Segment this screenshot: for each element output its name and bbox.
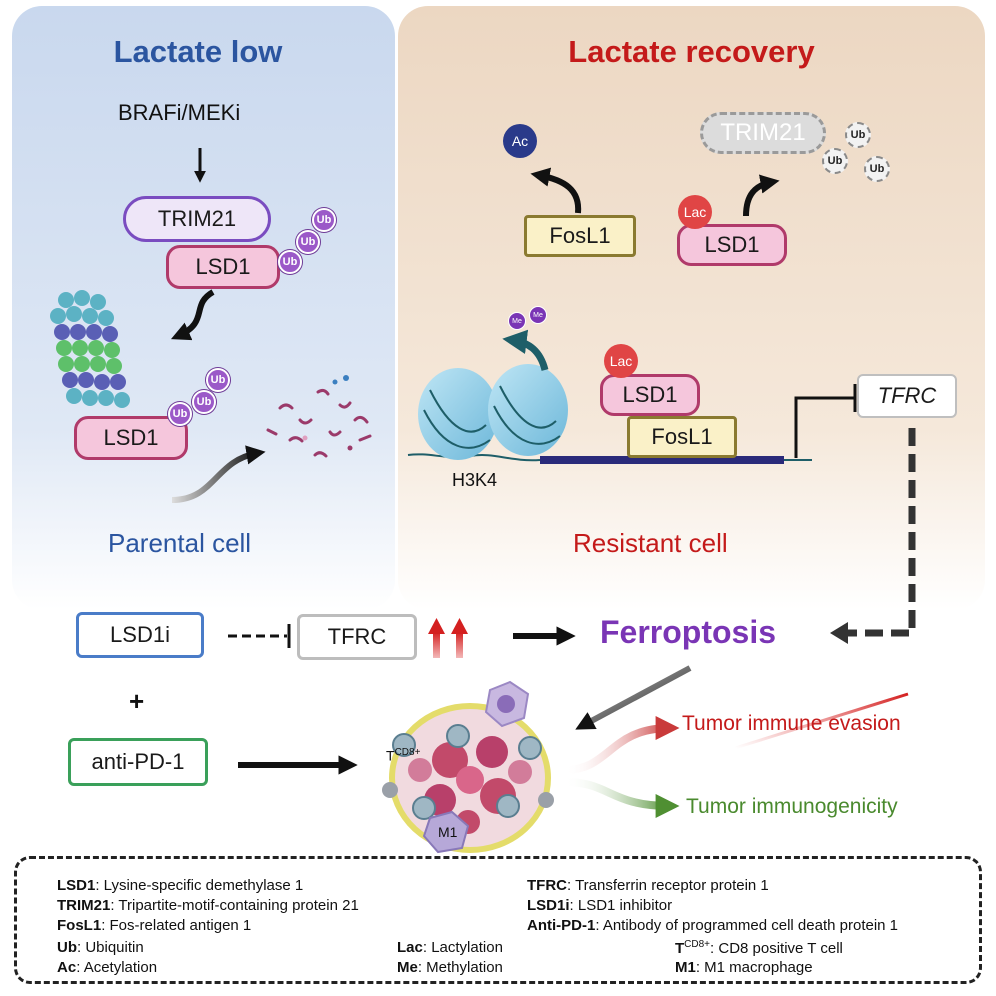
m1-macrophage-label: M1 (438, 824, 458, 840)
proteasome-icon (50, 290, 130, 408)
legend-entry: TFRC: Transferrin receptor protein 1 (527, 877, 769, 894)
lsd1-lactylated-box: LSD1 (677, 224, 787, 266)
increase-arrows-icon (428, 618, 468, 658)
legend-entry: Ub: Ubiquitin (57, 939, 144, 956)
lactate-low-title: Lactate low (113, 34, 283, 69)
lactyl-group-icon: Lac (678, 195, 712, 229)
tfrc-gene-box: TFRC (857, 374, 957, 418)
lsd1i-box: LSD1i (76, 612, 204, 658)
anti-pd1-box: anti-PD-1 (68, 738, 208, 786)
nucleosome-icon (418, 364, 568, 460)
promoter-region (540, 456, 784, 464)
dashed-arrowhead (830, 622, 848, 644)
lsd1-chromatin-box: LSD1 (600, 374, 700, 416)
plus-sign: + (129, 686, 145, 716)
trim21-released-box: TRIM21 (700, 112, 826, 154)
lsd1-box: LSD1 (166, 245, 280, 289)
tumor-immunogenicity-label: Tumor immunogenicity (686, 795, 898, 818)
arrow-demethylation (502, 329, 549, 371)
fosl1-chromatin-box: FosL1 (627, 416, 737, 458)
legend-entry: LSD1i: LSD1 inhibitor (527, 897, 673, 914)
legend-entry: TRIM21: Tripartite-motif-containing prot… (57, 897, 359, 914)
legend-entry: Anti-PD-1: Antibody of programmed cell d… (527, 917, 899, 934)
fosl1-box: FosL1 (524, 215, 636, 257)
legend-entry: Lac: Lactylation (397, 939, 503, 956)
abbreviation-legend: LSD1: Lysine-specific demethylase 1 TRIM… (14, 856, 982, 984)
ferroptosis-label: Ferroptosis (600, 614, 777, 650)
ubiquitin-icon: Ub (278, 250, 302, 274)
lsd1-degraded-box: LSD1 (74, 416, 188, 460)
drug-label: BRAFi/MEKi (118, 100, 241, 125)
acetyl-group-icon: Ac (503, 124, 537, 158)
ubiquitin-icon: Ub (206, 368, 230, 392)
arrow-to-evasion (564, 716, 680, 774)
legend-entry: M1: M1 macrophage (675, 959, 813, 976)
tfrc-protein-box: TFRC (297, 614, 417, 660)
ubiquitin-icon: Ub (296, 230, 320, 254)
h3k4-label: H3K4 (452, 470, 498, 490)
arrow-fosl1-to-ac (530, 167, 582, 214)
resistant-cell-label: Resistant cell (573, 528, 728, 558)
legend-entry: TCD8+: CD8 positive T cell (675, 939, 843, 957)
tumor-microenvironment-icon (382, 680, 554, 854)
legend-entry: FosL1: Fos-related antigen 1 (57, 917, 252, 934)
ubiquitin-released-icon: Ub (864, 156, 890, 182)
cd8-tcell-label: TCD8+ (386, 747, 421, 764)
methyl-group-icon: Me (529, 306, 547, 324)
evasion-strikethrough (734, 692, 909, 750)
ubiquitin-icon: Ub (168, 402, 192, 426)
dashed-arrow-tfrc-ferroptosis (840, 428, 916, 637)
ubiquitin-released-icon: Ub (845, 122, 871, 148)
peptide-fragments-icon (266, 375, 372, 458)
parental-cell-label: Parental cell (108, 528, 252, 558)
arrow-to-immunogenicity (564, 778, 680, 818)
arrow-lsd1-release (743, 174, 780, 217)
arrow-to-proteasome (170, 289, 215, 341)
lactate-recovery-title: Lactate recovery (568, 34, 815, 69)
legend-entry: LSD1: Lysine-specific demethylase 1 (57, 877, 304, 894)
lactyl-group-icon: Lac (604, 344, 638, 378)
lactate-recovery-panel (398, 6, 985, 610)
inhibition-line-tfrc (794, 396, 855, 458)
ubiquitin-icon: Ub (192, 390, 216, 414)
legend-entry: Ac: Acetylation (57, 959, 158, 976)
ubiquitin-icon: Ub (312, 208, 336, 232)
arrow-ferroptosis-to-tumor (575, 665, 692, 730)
ubiquitin-released-icon: Ub (822, 148, 848, 174)
legend-entry: Me: Methylation (397, 959, 503, 976)
arrow-to-degradation (171, 445, 266, 503)
methyl-group-icon: Me (508, 312, 526, 330)
tumor-immune-evasion-label: Tumor immune evasion (682, 712, 901, 735)
trim21-box: TRIM21 (123, 196, 271, 242)
